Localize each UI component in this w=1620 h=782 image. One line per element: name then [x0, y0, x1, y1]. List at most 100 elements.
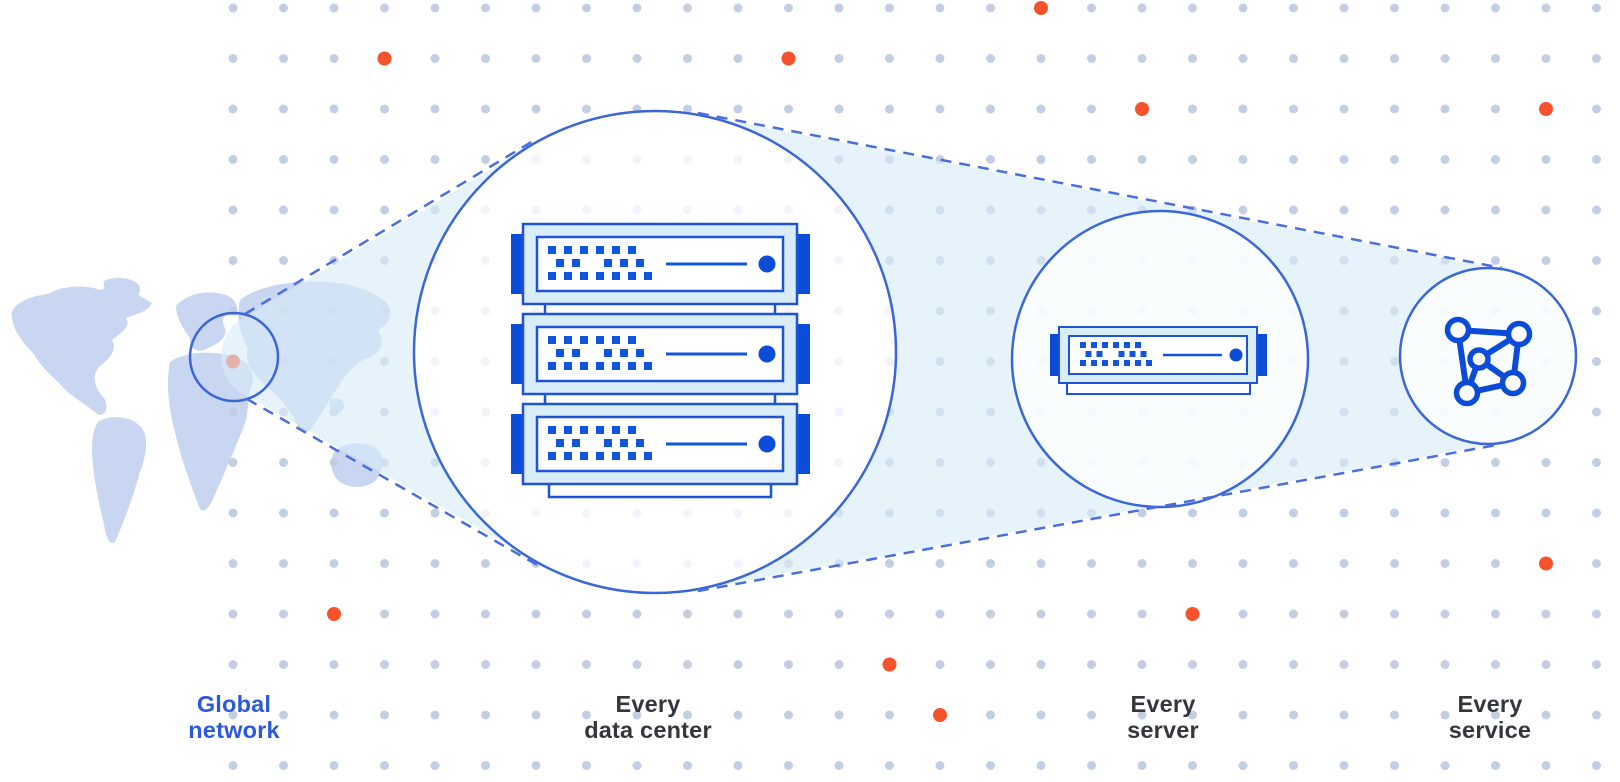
led-dot: [636, 349, 644, 357]
grid-dot: [1491, 559, 1500, 568]
grid-dot: [683, 3, 692, 13]
grid-dot: [531, 761, 541, 770]
grid-dot: [1087, 155, 1096, 164]
grid-dot: [1491, 458, 1500, 467]
grid-dot: [228, 205, 238, 215]
grid-dot: [683, 609, 692, 619]
grid-dot: [1238, 205, 1248, 215]
grid-dot: [1289, 104, 1298, 114]
grid-dot: [1390, 54, 1399, 63]
grid-dot: [531, 3, 541, 13]
map-region-circle: [188, 311, 280, 403]
grid-dot: [1491, 104, 1500, 114]
grid-dot: [1592, 155, 1601, 164]
led-dot: [556, 259, 564, 267]
grid-dot: [1440, 508, 1450, 518]
rack-server-unit: [511, 402, 810, 486]
grid-dot: [1137, 710, 1147, 720]
grid-dot: [1137, 761, 1147, 770]
grid-dot: [1592, 761, 1601, 770]
led-dot: [628, 272, 636, 280]
label-every-data-center-line1: Every: [615, 691, 680, 717]
grid-dot: [1440, 104, 1450, 114]
grid-dot: [1390, 660, 1399, 669]
grid-dot: [1390, 609, 1399, 619]
grid-dot: [1289, 3, 1298, 13]
led-dot: [572, 439, 580, 447]
server-ear-right: [796, 414, 810, 474]
led-dot: [612, 426, 620, 434]
grid-dot: [1390, 205, 1399, 215]
grid-dot: [632, 761, 642, 770]
grid-dot: [1491, 3, 1500, 13]
grid-dot: [1188, 155, 1197, 164]
mesh-node: [1505, 320, 1533, 348]
map-north-america: [11, 286, 152, 415]
grid-dot: [380, 559, 389, 568]
grid-dot: [279, 761, 288, 770]
grid-dot: [986, 660, 995, 669]
grid-dot: [279, 508, 288, 518]
grid-dot: [228, 54, 238, 63]
accent-dot: [1034, 1, 1048, 15]
grid-dot: [834, 54, 844, 63]
grid-dot: [1592, 256, 1601, 265]
grid-dot: [1491, 508, 1500, 518]
grid-dot: [1137, 609, 1147, 619]
led-dot: [548, 272, 556, 280]
grid-dot: [1541, 660, 1551, 669]
grid-dot: [1491, 256, 1500, 265]
led-dot: [636, 259, 644, 267]
led-dot: [628, 362, 636, 370]
led-dot: [596, 452, 604, 460]
led-dot: [636, 439, 644, 447]
accent-dot: [377, 51, 392, 66]
grid-dot: [1137, 508, 1147, 518]
led-dot: [580, 362, 588, 370]
grid-dot: [430, 3, 440, 13]
grid-dot: [834, 609, 844, 619]
grid-dot: [1491, 54, 1500, 63]
led-dot: [596, 426, 604, 434]
grid-dot: [481, 104, 490, 114]
grid-dot: [582, 3, 591, 13]
grid-dot: [1592, 407, 1601, 417]
grid-dot: [1289, 761, 1298, 770]
grid-dot: [279, 155, 288, 164]
grid-dot: [683, 710, 692, 720]
led-dot: [596, 246, 604, 254]
grid-dot: [1339, 3, 1349, 13]
led-dot: [604, 349, 612, 357]
led-dot: [596, 362, 604, 370]
grid-dot: [935, 3, 945, 13]
grid-dot: [481, 559, 490, 568]
captions: Global network Every data center Every s…: [188, 691, 1531, 743]
label-global-network-line1: Global: [197, 691, 271, 717]
grid-dot: [279, 54, 288, 63]
grid-dot: [430, 559, 440, 568]
led-dot: [564, 272, 572, 280]
led-dot: [580, 336, 588, 344]
grid-dot: [1137, 559, 1147, 568]
mesh-node: [1453, 379, 1481, 407]
grid-dot: [1541, 710, 1551, 720]
led-dot: [604, 259, 612, 267]
grid-dot: [885, 3, 894, 13]
grid-dot: [1390, 104, 1399, 114]
led-dot: [572, 349, 580, 357]
mesh-node-center: [1467, 347, 1491, 371]
grid-dot: [1541, 54, 1551, 63]
led-dot: [612, 246, 620, 254]
grid-dot: [1087, 609, 1096, 619]
grid-dot: [885, 559, 894, 568]
grid-dot: [935, 609, 945, 619]
grid-dot: [582, 660, 591, 669]
grid-dot: [1238, 54, 1248, 63]
grid-dot: [1036, 559, 1046, 568]
grid-dot: [1289, 710, 1298, 720]
led-dot: [556, 349, 564, 357]
grid-dot: [1087, 710, 1096, 720]
grid-dot: [1238, 559, 1248, 568]
led-dot: [1146, 360, 1152, 366]
grid-dot: [1289, 205, 1298, 215]
